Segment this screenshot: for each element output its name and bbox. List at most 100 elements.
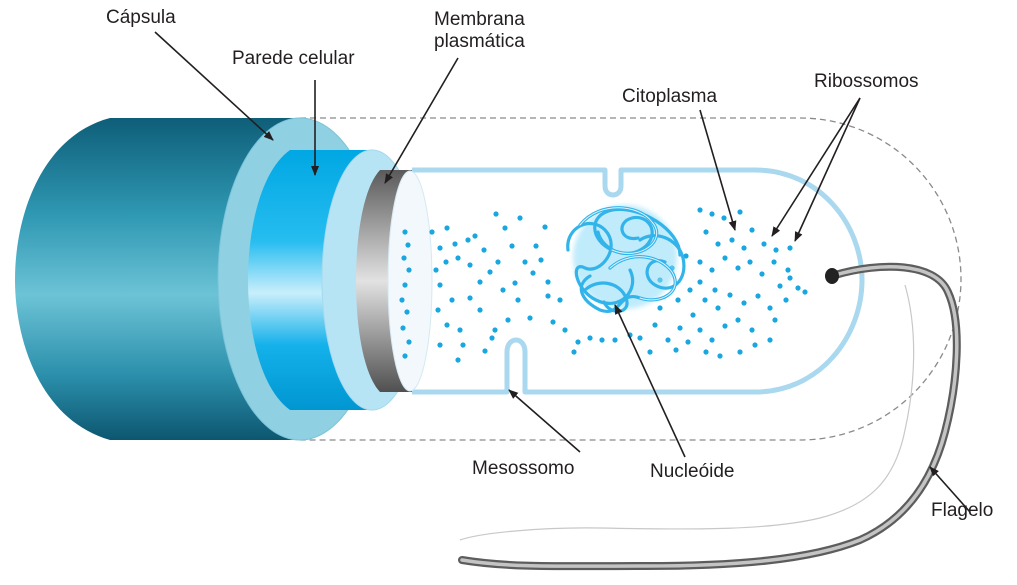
- ribosome-dot: [449, 297, 454, 302]
- ribosome-dot: [405, 242, 410, 247]
- ribosome-dot: [715, 305, 720, 310]
- ribosome-dot: [512, 280, 517, 285]
- ribosome-dot: [527, 315, 532, 320]
- ribosome-dot: [477, 307, 482, 312]
- ribosome-dot: [452, 241, 457, 246]
- ribosome-dot: [545, 279, 550, 284]
- label-membrana-plasmatica: Membrana plasmática: [434, 9, 525, 53]
- ribosome-dot: [787, 275, 792, 280]
- ribosome-dot: [652, 322, 657, 327]
- leader-mesossomo: [509, 390, 580, 452]
- ribosome-dot: [759, 271, 764, 276]
- ribosome-dot: [495, 259, 500, 264]
- ribosome-dot: [735, 265, 740, 270]
- ribosome-dot: [400, 325, 405, 330]
- label-citoplasma: Citoplasma: [622, 86, 717, 108]
- ribosome-dot: [406, 267, 411, 272]
- ribosome-dot: [522, 259, 527, 264]
- ribosome-dot: [697, 207, 702, 212]
- ribosome-dot: [545, 293, 550, 298]
- ribosome-dot: [435, 307, 440, 312]
- ribosome-dot: [752, 342, 757, 347]
- leader-membrana: [385, 58, 458, 183]
- ribosome-dot: [677, 325, 682, 330]
- ribosome-dot: [647, 349, 652, 354]
- ribosome-dot: [455, 357, 460, 362]
- ribosome-dot: [399, 297, 404, 302]
- ribosome-dot: [749, 227, 754, 232]
- ribosome-dot: [697, 259, 702, 264]
- ribosome-dot: [702, 297, 707, 302]
- ribosome-dot: [787, 245, 792, 250]
- ribosome-dot: [729, 237, 734, 242]
- ribosome-dot: [542, 224, 547, 229]
- ribosome-dot: [437, 342, 442, 347]
- ribosome-dot: [772, 317, 777, 322]
- ribosome-dot: [795, 285, 800, 290]
- ribosome-dot: [562, 327, 567, 332]
- ribosome-dot: [401, 255, 406, 260]
- ribosome-dot: [755, 293, 760, 298]
- ribosome-dot: [722, 323, 727, 328]
- ribosome-dot: [687, 287, 692, 292]
- ribosome-dot: [404, 309, 409, 314]
- ribosome-dot: [467, 262, 472, 267]
- ribosome-dot: [493, 211, 498, 216]
- ribosome-dot: [599, 337, 604, 342]
- ribosome-dot: [444, 225, 449, 230]
- ribosome-dot: [722, 255, 727, 260]
- ribosome-dot: [785, 267, 790, 272]
- ribosome-dot: [612, 337, 617, 342]
- ribosome-dot: [767, 305, 772, 310]
- ribosome-dot: [709, 211, 714, 216]
- ribosome-dot: [557, 297, 562, 302]
- label-capsula: Cápsula: [106, 7, 176, 29]
- ribosome-dot: [587, 335, 592, 340]
- ribosome-dot: [657, 305, 662, 310]
- ribosome-dot: [402, 229, 407, 234]
- label-membrana-line1: Membrana: [434, 9, 525, 31]
- ribosome-dot: [673, 347, 678, 352]
- ribosome-dot: [717, 353, 722, 358]
- ribosome-dot: [637, 335, 642, 340]
- ribosome-dot: [477, 279, 482, 284]
- ribosome-dot: [773, 247, 778, 252]
- cytoplasm-face: [388, 171, 432, 391]
- ribosome-dot: [737, 209, 742, 214]
- ribosome-dot: [517, 215, 522, 220]
- ribosome-dot: [437, 245, 442, 250]
- label-membrana-line2: plasmática: [434, 31, 525, 53]
- ribosome-dot: [675, 297, 680, 302]
- ribosome-dot: [443, 259, 448, 264]
- ribosome-dot: [402, 353, 407, 358]
- ribosome-dot: [457, 327, 462, 332]
- ribosome-dot: [735, 317, 740, 322]
- ribosome-dot: [685, 339, 690, 344]
- ribosome-dot: [741, 300, 746, 305]
- ribosome-dot: [509, 243, 514, 248]
- ribosome-dot: [467, 295, 472, 300]
- ribosome-dot: [500, 287, 505, 292]
- ribosome-dot: [703, 229, 708, 234]
- ribosome-dot: [437, 282, 442, 287]
- ribosome-dot: [771, 259, 776, 264]
- ribosome-dot: [777, 283, 782, 288]
- label-parede-celular: Parede celular: [232, 48, 355, 70]
- ribosome-dot: [709, 337, 714, 342]
- ribosome-dot: [530, 270, 535, 275]
- ribosome-dot: [505, 317, 510, 322]
- ribosome-dot: [465, 237, 470, 242]
- ribosome-dot: [741, 245, 746, 250]
- ribosome-dot: [697, 327, 702, 332]
- ribosome-dot: [455, 255, 460, 260]
- ribosome-dot: [749, 327, 754, 332]
- label-flagelo: Flagelo: [931, 500, 993, 522]
- ribosome-dot: [690, 312, 695, 317]
- ribosome-dot: [737, 349, 742, 354]
- ribosome-dot: [703, 349, 708, 354]
- ribosome-dot: [709, 267, 714, 272]
- ribosome-dot: [492, 327, 497, 332]
- ribosome-dot: [665, 337, 670, 342]
- ribosome-dot: [460, 342, 465, 347]
